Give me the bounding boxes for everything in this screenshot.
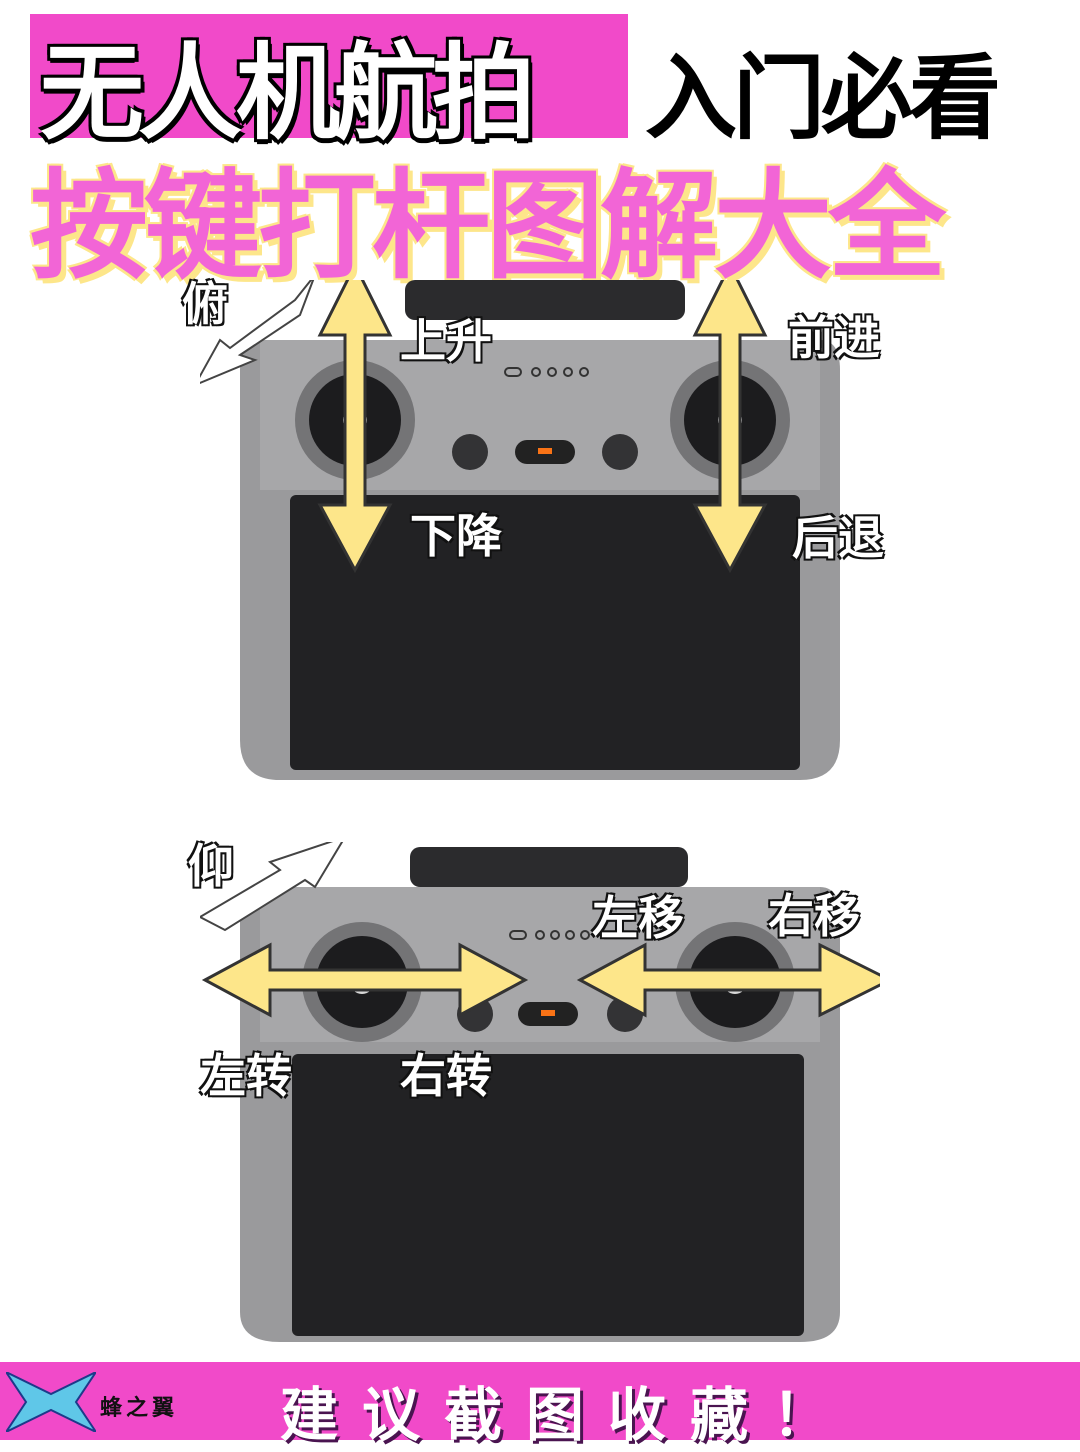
antenna — [405, 280, 685, 320]
footer-bar — [0, 1362, 1080, 1440]
brand-logo-icon — [6, 1372, 96, 1432]
controller-top: 俯 上升 下降 前进 后退 — [182, 277, 884, 800]
controller-bottom-illustration — [200, 842, 880, 1342]
title-secondary: 入门必看 — [645, 45, 1001, 152]
left-vertical-arrow — [317, 280, 393, 574]
screen — [292, 1054, 804, 1336]
left-horizontal-arrow — [201, 942, 529, 1018]
screen — [290, 495, 800, 770]
label-rotate-left: 左转 — [200, 1049, 292, 1103]
brand-name: 蜂之翼 — [100, 1396, 179, 1421]
right-vertical-arrow — [692, 280, 768, 574]
right-horizontal-arrow — [576, 942, 880, 1018]
tilt-down-label: 俯 — [182, 277, 228, 331]
tilt-up-arrow — [200, 842, 344, 932]
controller-bottom: 仰 左转 右转 左移 右移 — [188, 839, 880, 1352]
tilt-down-arrow — [200, 280, 315, 384]
footer-cta: 建议截图收藏！ — [280, 1381, 855, 1449]
title-highlight — [30, 14, 628, 138]
tilt-up-label: 仰 — [188, 839, 234, 893]
label-move-right: 右移 — [768, 889, 860, 943]
label-move-left: 左移 — [592, 891, 684, 945]
label-rotate-right: 右转 — [400, 1049, 492, 1103]
label-descend: 下降 — [410, 509, 502, 563]
label-forward: 前进 — [788, 311, 880, 365]
subtitle: 按键打杆图解大全 — [30, 157, 946, 295]
antenna — [410, 847, 688, 887]
title-primary: 无人机航拍 — [40, 32, 536, 154]
label-ascend: 上升 — [400, 314, 492, 368]
power-button — [602, 434, 638, 470]
label-backward: 后退 — [792, 511, 884, 565]
rth-button — [452, 434, 488, 470]
controller-top-illustration — [200, 280, 840, 780]
